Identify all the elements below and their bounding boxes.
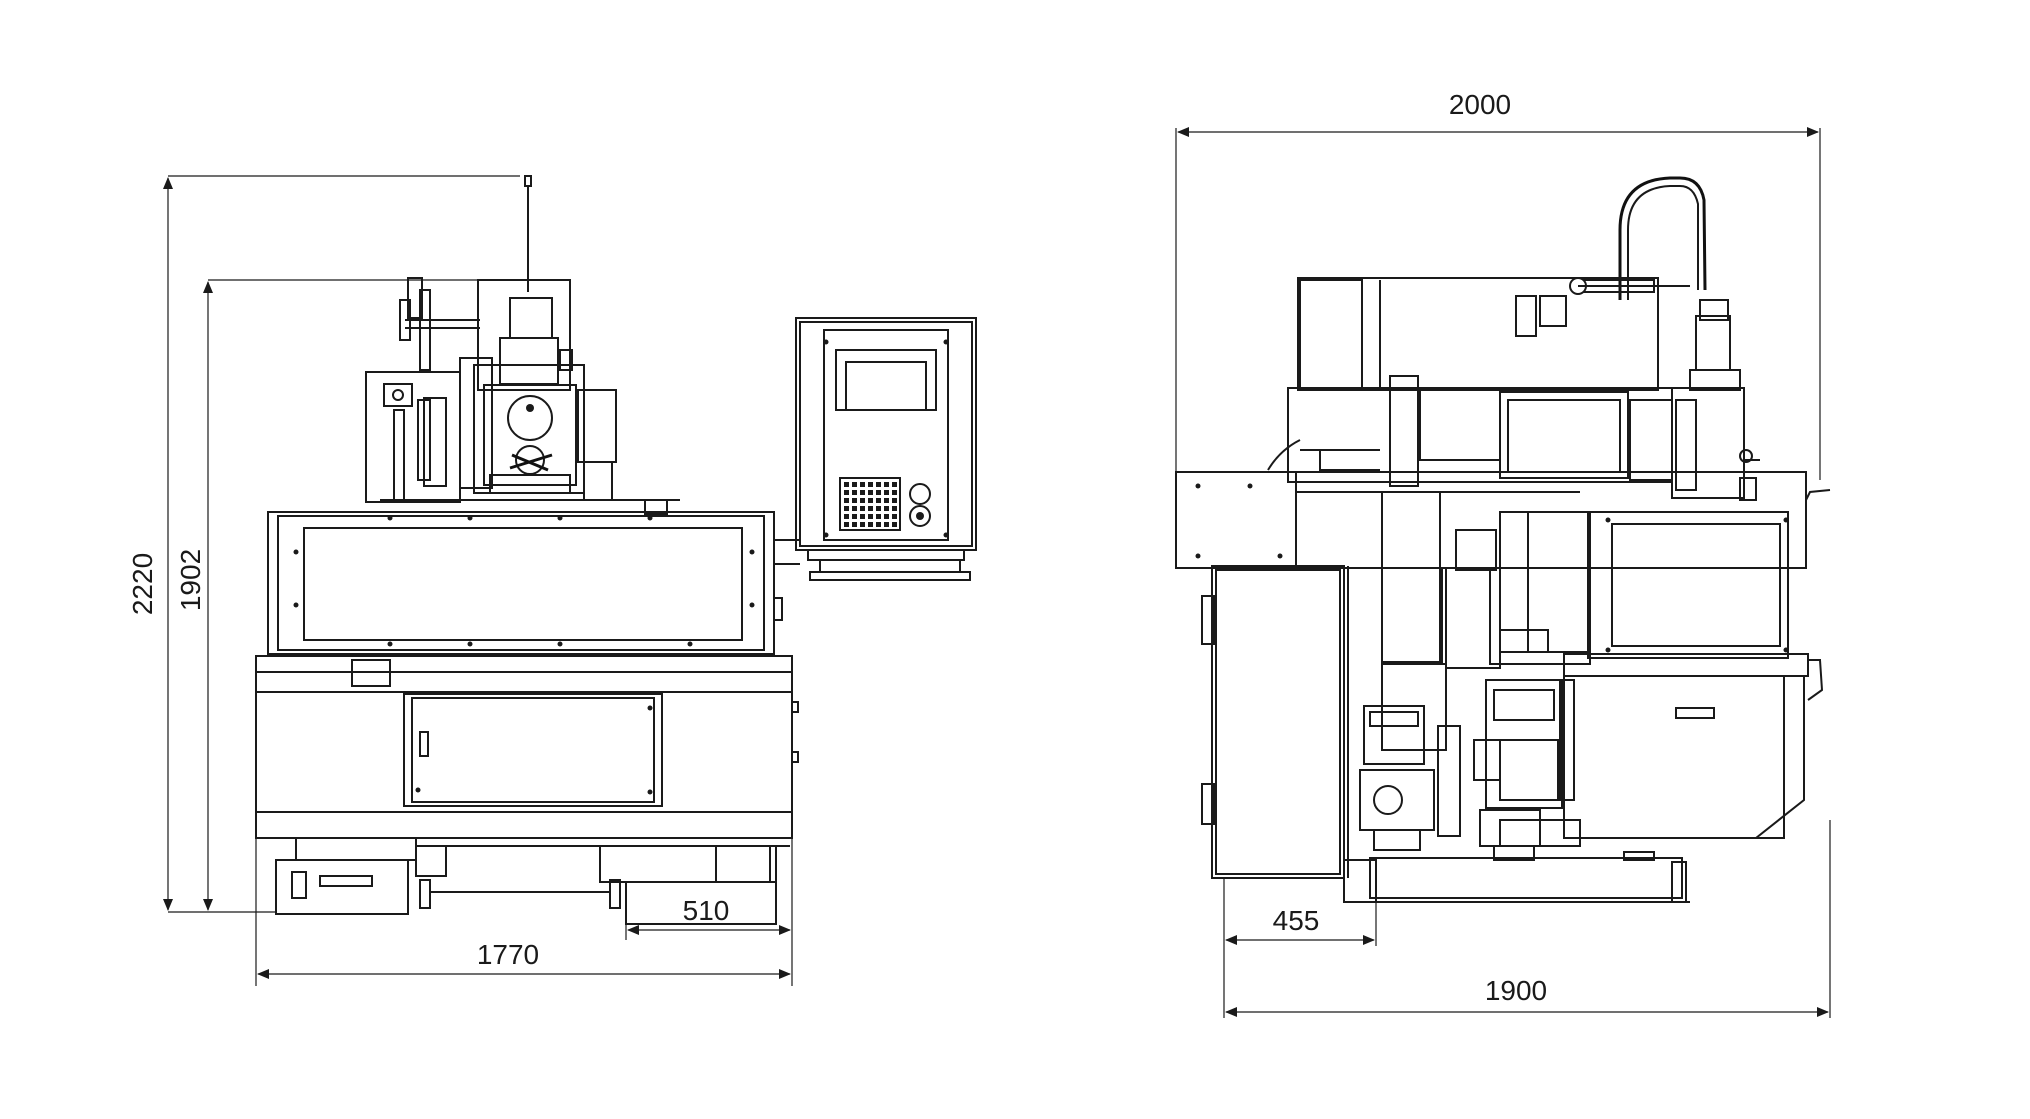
dim-front-total-height: 2220 — [127, 553, 158, 615]
keypad-key — [844, 514, 849, 519]
keypad-key — [884, 498, 889, 503]
keypad-key — [892, 514, 897, 519]
keypad-key — [860, 498, 865, 503]
keypad — [839, 477, 931, 531]
keypad-key — [860, 490, 865, 495]
side-view — [1175, 176, 1831, 903]
keypad-key — [860, 522, 865, 527]
keypad-key — [860, 482, 865, 487]
keypad-key — [868, 506, 873, 511]
dim-side-offset: 455 — [1273, 905, 1320, 936]
dim-front-width: 1770 — [477, 939, 539, 970]
keypad-key — [868, 522, 873, 527]
keypad-key — [892, 522, 897, 527]
keypad-key — [860, 514, 865, 519]
keypad-key — [884, 522, 889, 527]
keypad-key — [884, 506, 889, 511]
keypad-key — [860, 506, 865, 511]
dim-side-base-width: 1900 — [1485, 975, 1547, 1006]
keypad-key — [892, 506, 897, 511]
keypad-key — [876, 514, 881, 519]
keypad-key — [852, 522, 857, 527]
keypad-key — [844, 522, 849, 527]
keypad-key — [876, 506, 881, 511]
keypad-key — [884, 482, 889, 487]
keypad-key — [876, 482, 881, 487]
keypad-key — [876, 498, 881, 503]
keypad-key — [868, 482, 873, 487]
keypad-key — [844, 506, 849, 511]
keypad-key — [852, 498, 857, 503]
keypad-key — [852, 490, 857, 495]
keypad-key — [844, 482, 849, 487]
keypad-key — [892, 498, 897, 503]
keypad-key — [892, 490, 897, 495]
keypad-key — [884, 490, 889, 495]
keypad-key — [844, 490, 849, 495]
dimensions: 2220 1902 1770 510 2000 1900 455 — [127, 89, 1831, 1018]
keypad-key — [852, 514, 857, 519]
keypad-key — [852, 506, 857, 511]
dim-front-body-height: 1902 — [175, 549, 206, 611]
keypad-key — [868, 498, 873, 503]
keypad-key — [876, 490, 881, 495]
keypad-key — [876, 522, 881, 527]
dim-side-top-width: 2000 — [1449, 89, 1511, 120]
front-view — [255, 175, 977, 925]
keypad-key — [884, 514, 889, 519]
keypad-key — [868, 514, 873, 519]
keypad-key — [892, 482, 897, 487]
keypad-key — [852, 482, 857, 487]
dim-front-drawer-width: 510 — [683, 895, 730, 926]
keypad-key — [868, 490, 873, 495]
keypad-key — [844, 498, 849, 503]
